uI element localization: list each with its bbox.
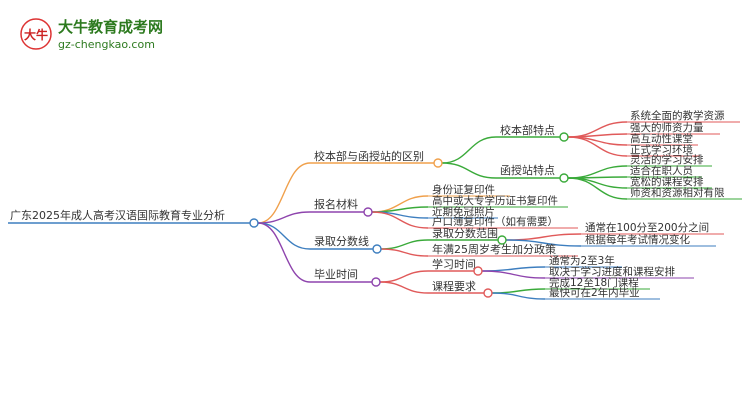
connector-line (481, 266, 546, 272)
leaf-label: 高中或大专学历证书复印件 (432, 194, 558, 207)
connector-line (567, 177, 628, 189)
subbranch-label: 学习时间 (432, 257, 476, 271)
branch-label: 毕业时间 (314, 268, 358, 281)
connector-line (505, 239, 582, 247)
leaf-label: 宽松的课程安排 (630, 175, 704, 188)
leaf-label: 通常为2至3年 (549, 254, 615, 267)
connector-line (567, 165, 628, 179)
brand-logo: 大牛 大牛教育成考网 gz-chengkao.com (18, 14, 218, 60)
logo-mark-text: 大牛 (24, 27, 48, 42)
connector-line (257, 222, 311, 283)
branch-label: 报名材料 (314, 197, 358, 211)
connector-line (371, 206, 429, 213)
connector-line (491, 292, 546, 300)
leaf-label: 强大的师资力量 (630, 121, 704, 134)
leaf-label: 正式学习环境 (630, 143, 693, 156)
connector-line (380, 248, 429, 257)
subbranch-label: 函授站特点 (500, 163, 555, 177)
connector-line (380, 239, 429, 250)
leaf-label: 通常在100分至200分之间 (585, 221, 709, 234)
connector-line (567, 136, 628, 157)
branch-label: 校本部与函授站的区别 (314, 149, 424, 163)
connector-line (257, 222, 311, 250)
connector-line (481, 270, 546, 279)
subbranch-label: 年满25周岁考生加分政策 (432, 242, 556, 256)
brand-title: 大牛教育成考网 (58, 18, 164, 36)
connector-line (505, 233, 582, 241)
leaf-label: 根据每年考试情况变化 (585, 233, 690, 246)
connector-line (371, 211, 429, 229)
leaf-label: 师资和资源相对有限 (630, 186, 725, 199)
bull-logo-icon: 大牛 (20, 18, 52, 50)
leaf-label: 身份证复印件 (432, 183, 495, 196)
leaf-label: 适合在职人员 (630, 164, 693, 177)
leaf-label: 近期免冠照片 (432, 205, 495, 218)
leaf-label: 系统全面的教学资源 (630, 109, 725, 122)
connector-line (567, 177, 628, 200)
subbranch-label: 校本部特点 (500, 123, 555, 137)
connector-line (379, 281, 429, 294)
subbranch-label: 课程要求 (432, 280, 476, 293)
leaf-label: 户口簿复印件（如有需要） (432, 215, 558, 228)
subbranch-label: 录取分数范围 (432, 226, 498, 240)
connector-line (257, 211, 311, 224)
leaf-label: 高互动性课堂 (630, 132, 693, 145)
root-label: 广东2025年成人高考汉语国际教育专业分析 (10, 208, 225, 222)
connector-line (491, 288, 546, 294)
connector-line (257, 162, 311, 224)
connector-line (567, 133, 628, 138)
connector-line (441, 162, 497, 179)
leaf-label: 灵活的学习安排 (630, 153, 704, 166)
connector-line (379, 270, 429, 283)
leaf-label: 取决于学习进度和课程安排 (549, 265, 675, 278)
connector-line (441, 136, 497, 164)
brand-url: gz-chengkao.com (58, 38, 155, 51)
leaf-label: 完成12至18门课程 (549, 276, 639, 289)
leaf-label: 最快可在2年内毕业 (549, 286, 640, 299)
branch-label: 录取分数线 (314, 234, 369, 248)
